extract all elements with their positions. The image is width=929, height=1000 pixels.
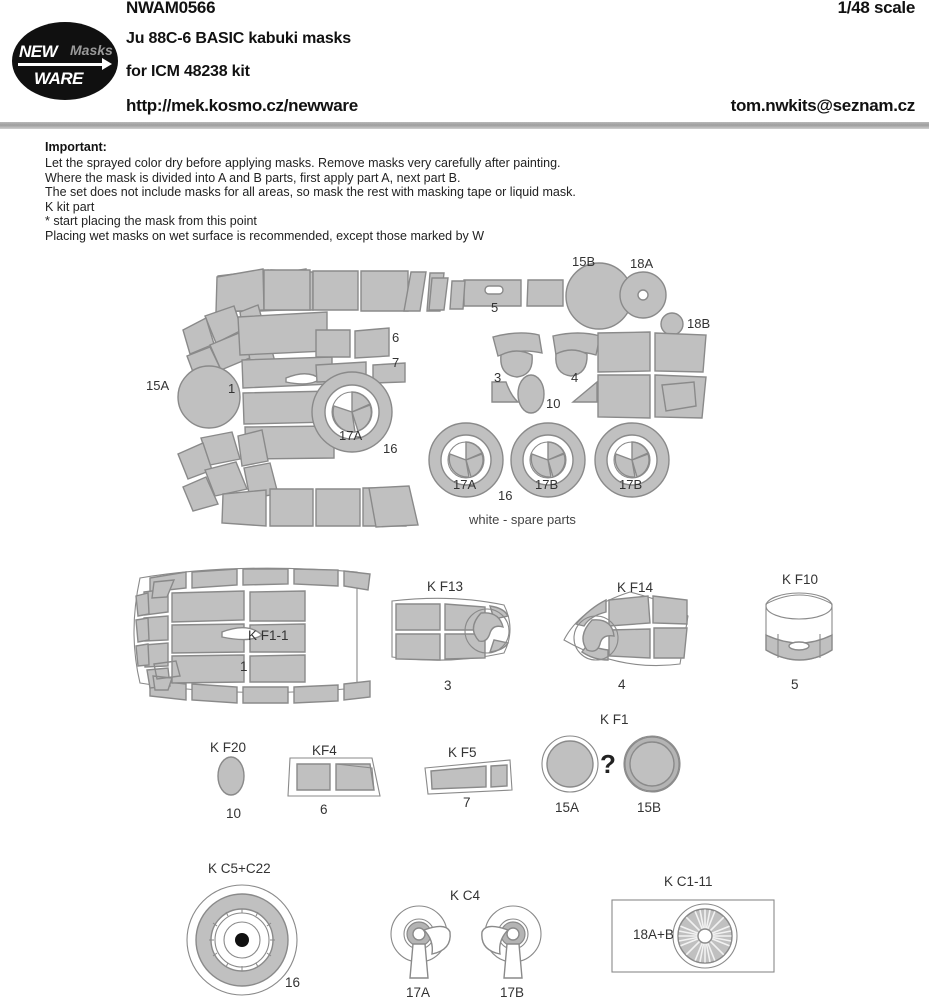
brand-logo: NEW Masks WARE [12,22,118,100]
header-divider [0,122,929,129]
part-code-kf1: K F1 [600,712,629,727]
part-code-kf13: K F13 [427,579,464,594]
part-code-kc1-11: K C1-11 [664,874,713,889]
contact-email[interactable]: tom.nwkits@seznam.cz [730,96,916,115]
mask-label-6: 6 [392,330,400,345]
kc4-right-label: 17B [500,985,525,1000]
important-line-3: The set does not include masks for all a… [45,185,576,200]
mask-label-16-top: 16 [383,441,398,456]
kf1-question-mark: ? [600,749,616,779]
mask-label-10: 10 [546,396,561,411]
important-line-5: * start placing the mask from this point [45,214,257,229]
kit-line: for ICM 48238 kit [126,63,250,80]
mask-label-1: 1 [228,381,236,396]
mask-label-3: 3 [494,370,502,385]
part-code-kf5: K F5 [448,745,477,760]
part-code-kc4: K C4 [450,888,481,903]
part-drawing-kf1-1 [133,567,371,704]
part-num-kf20: 10 [226,806,242,821]
part-drawing-kf4 [287,757,381,797]
kf1-right-label: 15B [637,800,662,815]
page-title: Ju 88C-6 BASIC kabuki masks [126,30,351,47]
mask-label-5: 5 [491,300,499,315]
mask-group-wheels-top [311,371,670,498]
logo-top-word: NEW [19,42,58,61]
part-drawing-kc5-c22 [186,884,298,996]
mask-label-15A: 15A [146,378,170,393]
part-num-kf5: 7 [463,795,471,810]
mask-label-15B: 15B [572,254,596,269]
part-drawing-kf10 [765,592,833,661]
part-num-kc5-c22: 16 [285,975,301,990]
mask-group-right-cluster [491,262,707,419]
important-line-4: K kit part [45,199,95,214]
page-header: NEW Masks WARE NWAM0566 1/48 scale Ju 88… [0,0,929,129]
part-num-kf13: 3 [444,678,452,693]
part-code-kc5-c22: K C5+C22 [208,861,271,876]
logo-bottom-word: WARE [34,69,84,88]
mask-label-17B-2: 17B [619,477,643,492]
mask-label-18B: 18B [687,316,711,331]
part-drawing-kc1-11 [611,899,775,973]
mask-label-17B-1: 17B [535,477,559,492]
part-num-kf10: 5 [791,677,799,692]
website-url[interactable]: http://mek.kosmo.cz/newware [126,96,358,115]
part-code-kf20: K F20 [210,740,247,755]
mask-label-4: 4 [571,370,579,385]
product-code: NWAM0566 [126,0,216,17]
important-line-2: Where the mask is divided into A and B p… [45,170,461,185]
scale-label: 1/48 scale [837,0,916,17]
part-num-kf4: 6 [320,802,328,817]
part-drawing-kf1-pair [541,735,681,793]
kc1-inner-label: 18A+B [633,927,674,942]
mask-group-canopy-left [177,268,445,528]
important-notes: Important: Let the sprayed color dry bef… [45,140,745,244]
part-num-kf14: 4 [618,677,626,692]
part-code-kf4: KF4 [312,743,337,758]
logo-mid-word: Masks [70,42,113,58]
part-drawing-kf13 [391,597,511,661]
mask-label-17A-top: 17A [339,428,363,443]
part-code-kf1-1: K F1-1 [248,628,289,643]
spare-parts-note: white - spare parts [469,512,576,527]
important-line-6: Placing wet masks on wet surface is reco… [45,228,485,243]
mask-label-17A-row: 17A [453,477,477,492]
part-drawing-kf14 [563,591,689,667]
mask-label-7: 7 [392,355,400,370]
kf1-left-label: 15A [555,800,580,815]
part-num-kf1-1: 1 [240,659,248,674]
part-code-kf14: K F14 [617,580,654,595]
important-heading: Important: [45,140,107,154]
part-drawing-kf20 [217,756,245,796]
arrow-right-icon [102,58,112,70]
important-line-1: Let the sprayed color dry before applyin… [45,156,561,170]
part-drawing-kc4 [390,905,542,979]
part-drawing-kf5 [424,759,513,795]
kc4-left-label: 17A [406,985,431,1000]
mask-label-16-row: 16 [498,488,513,503]
mask-label-18A: 18A [630,256,654,271]
logo-arrow-line [18,63,104,66]
part-code-kf10: K F10 [782,572,819,587]
